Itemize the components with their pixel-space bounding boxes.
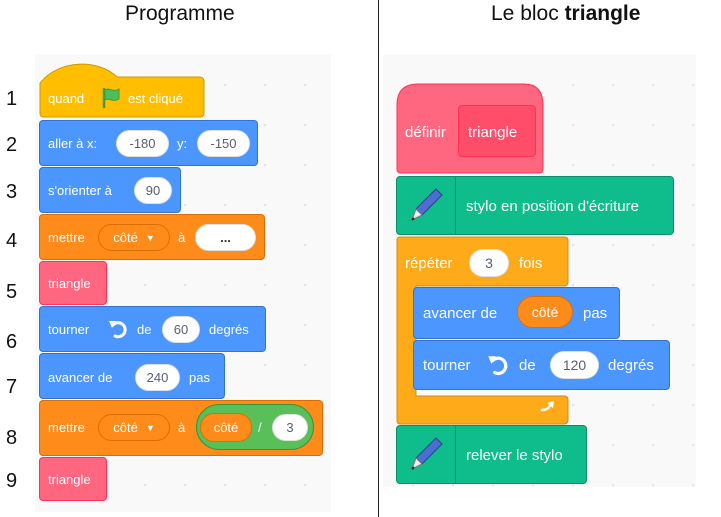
rotate-left-icon	[488, 356, 508, 376]
green-flag-icon	[102, 87, 120, 108]
loop-arrow-icon	[540, 401, 554, 412]
turn-label: tourner	[48, 322, 90, 337]
pen-icon	[411, 437, 443, 471]
variable-dropdown[interactable]: côté ▼	[98, 224, 170, 251]
definition-title-name: triangle	[564, 2, 641, 25]
line-number: 5	[6, 281, 18, 303]
steps-input[interactable]: 240	[135, 364, 180, 391]
set-label-2: mettre	[48, 420, 85, 435]
move-label-2: avancer de	[423, 305, 498, 322]
triangle-call-block-2[interactable]	[39, 457, 107, 501]
degrees-label: degrés	[209, 322, 249, 337]
pen-icon	[411, 188, 443, 222]
pen-icon-box	[397, 177, 456, 234]
to-label: à	[178, 230, 186, 245]
rotate-left-icon	[109, 321, 127, 339]
triangle-call-label: triangle	[48, 276, 91, 291]
steps-label: pas	[189, 370, 210, 385]
y-label: y:	[177, 136, 188, 151]
pen-icon-box-2	[397, 426, 456, 483]
define-label: définir	[405, 124, 446, 141]
chevron-down-icon: ▼	[145, 232, 155, 243]
turn-left-block[interactable]	[39, 306, 266, 352]
line-number: 4	[6, 230, 18, 252]
times-label: fois	[519, 255, 543, 272]
define-prototype[interactable]	[458, 105, 536, 157]
chevron-down-icon: ▼	[145, 422, 155, 433]
cote-variable-reporter[interactable]: côté	[200, 413, 252, 442]
turn-degrees-input[interactable]: 60	[162, 316, 200, 343]
variable-dropdown-2[interactable]: côté ▼	[98, 414, 170, 441]
move-label: avancer de	[48, 370, 113, 385]
repeat-block[interactable]	[396, 236, 571, 426]
value-input[interactable]: ...	[195, 224, 256, 251]
line-number: 8	[6, 427, 18, 449]
direction-input[interactable]: 90	[134, 177, 172, 204]
x-input[interactable]: -180	[116, 130, 169, 157]
repeat-count-input[interactable]: 3	[469, 249, 509, 277]
line-number: 9	[6, 470, 18, 492]
divide-sign: /	[258, 420, 262, 435]
turn-degrees-input-2[interactable]: 120	[550, 351, 599, 379]
definition-title: Le bloc triangle	[491, 2, 640, 26]
line-number: 2	[6, 134, 18, 156]
pen-up-label: relever le stylo	[466, 447, 563, 464]
pen-down-block[interactable]	[396, 176, 674, 235]
line-number: 6	[6, 331, 18, 353]
to-label-2: à	[178, 420, 186, 435]
variable-name-2: côté	[113, 420, 138, 435]
define-name: triangle	[468, 124, 518, 141]
when-label: quand	[48, 91, 85, 106]
variable-name: côté	[113, 230, 138, 245]
clicked-label: est cliqué	[128, 91, 183, 106]
divisor-input[interactable]: 3	[272, 414, 308, 441]
turn-label-2: tourner	[423, 357, 471, 374]
turn-by-label: de	[137, 322, 152, 337]
point-direction-label: s'orienter à	[48, 183, 112, 198]
degrees-label-2: degrés	[608, 357, 654, 374]
turn-by-label-2: de	[519, 357, 536, 374]
y-input[interactable]: -150	[197, 130, 250, 157]
when-flag-clicked-block[interactable]	[39, 57, 206, 119]
move-cote-block[interactable]	[413, 287, 620, 339]
line-number: 7	[6, 376, 18, 398]
turn-left-block-2[interactable]	[413, 340, 670, 390]
line-number: 3	[6, 181, 18, 203]
definition-title-prefix: Le bloc	[491, 2, 565, 25]
set-label: mettre	[48, 230, 85, 245]
repeat-label: répéter	[405, 255, 453, 272]
program-title: Programme	[125, 2, 235, 25]
line-number: 1	[6, 88, 18, 110]
triangle-call-block[interactable]	[39, 261, 107, 305]
go-to-x-label: aller à x:	[48, 136, 98, 151]
triangle-call-label-2: triangle	[48, 472, 91, 487]
pen-down-label: stylo en position d'écriture	[466, 198, 639, 215]
move-block[interactable]	[39, 353, 225, 399]
steps-label-2: pas	[583, 305, 608, 322]
divider	[378, 0, 379, 517]
cote-reporter[interactable]: côté	[517, 296, 573, 328]
